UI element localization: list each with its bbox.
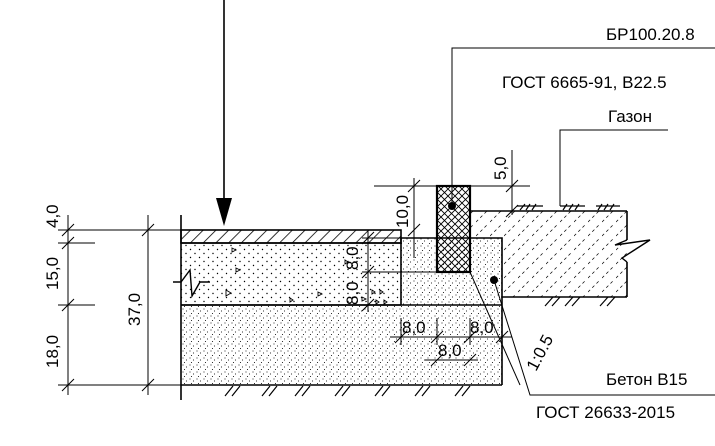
break-line-right <box>614 239 651 263</box>
slope-label: 1:0.5 <box>523 332 558 374</box>
dim-5: 5,0 <box>491 156 510 180</box>
dim-18: 18,0 <box>43 335 62 368</box>
dim-10: 10,0 <box>393 195 412 228</box>
dim-8-horiz-1: 8,0 <box>402 318 426 337</box>
break-line-left <box>173 268 210 299</box>
ground-marks <box>224 296 616 397</box>
lawn-leader <box>559 129 668 206</box>
dim-15: 15,0 <box>43 257 62 290</box>
dim-8-vert-1: 8,0 <box>343 246 362 270</box>
curb-gost-label: ГОСТ 6665-91, В22.5 <box>502 73 667 92</box>
concrete-base-layer <box>181 243 401 305</box>
dim-8-vert-2: 8,0 <box>343 281 362 305</box>
grass-marks <box>517 203 620 211</box>
dim-bottom <box>390 318 512 367</box>
dim-37: 37,0 <box>125 293 144 326</box>
slope-line <box>469 271 521 386</box>
lawn-soil <box>470 211 627 297</box>
lawn-label: Газон <box>608 107 652 126</box>
concrete-label: Бетон В15 <box>606 370 687 389</box>
asphalt-layer <box>181 230 401 243</box>
load-arrow <box>216 0 232 226</box>
dim-8-horiz-2: 8,0 <box>470 318 494 337</box>
dim-curb <box>361 150 530 312</box>
concrete-leader <box>493 279 715 396</box>
dim-left-chain <box>58 215 181 395</box>
dim-4: 4,0 <box>43 204 62 228</box>
curb-leader <box>451 47 715 206</box>
sand-subbase-layer <box>181 305 502 385</box>
concrete-gost-label: ГОСТ 26633-2015 <box>536 403 675 422</box>
aggregate-marks <box>225 247 388 305</box>
curb-stone <box>437 186 470 272</box>
curb-mark-label: БР100.20.8 <box>606 25 695 44</box>
dim-8-horiz-3: 8,0 <box>438 341 462 360</box>
